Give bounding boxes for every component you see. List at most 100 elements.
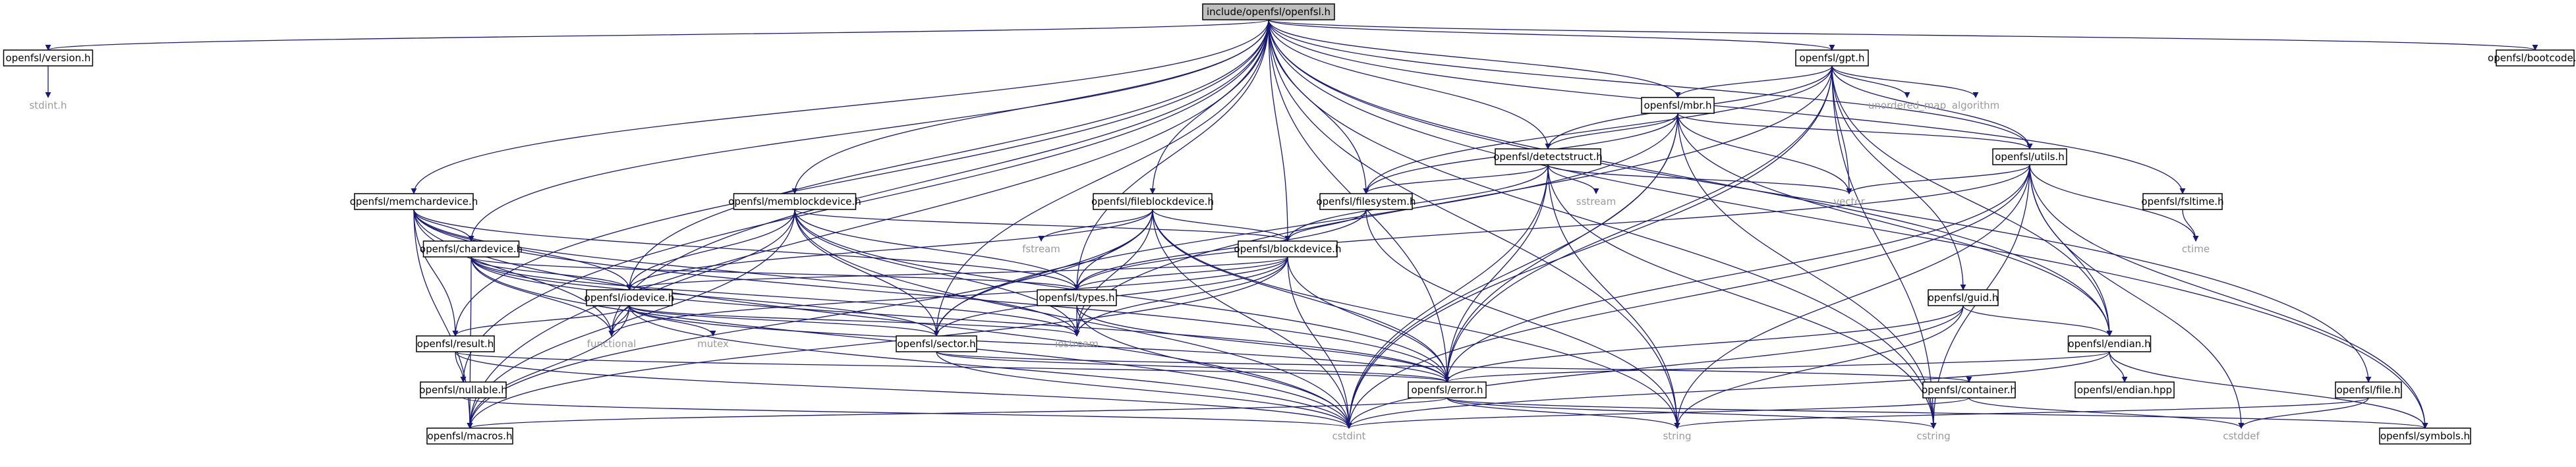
- edge-gpt-to-cstdint: [1346, 65, 1833, 429]
- edge-blockdevice-to-error: [1287, 256, 1450, 383]
- edge-utils-to-string: [1674, 164, 2030, 429]
- header-node-fileblockdevice[interactable]: openfsl/fileblockdevice.h: [1091, 193, 1214, 210]
- header-node-symbols[interactable]: openfsl/symbols.h: [2379, 427, 2471, 445]
- header-node-detectstruct[interactable]: openfsl/detectstruct.h: [1493, 148, 1603, 165]
- edge-fileblockdevice-to-cstdint: [1152, 209, 1352, 429]
- edge-blockdevice-to-iostream: [1073, 256, 1288, 337]
- edge-memchardevice-to-result: [413, 209, 459, 337]
- header-node-chardevice[interactable]: openfsl/chardevice.h: [420, 240, 523, 258]
- edge-error-to-macros: [467, 397, 1448, 429]
- node-box: [1238, 240, 1338, 258]
- edge-gpt-to-unordered_map: [1831, 65, 1910, 98]
- node-label: openfsl/gpt.h: [1800, 52, 1865, 64]
- edge-root-to-fsltime: [1268, 19, 2186, 194]
- node-label: stdint.h: [29, 99, 67, 111]
- node-label: openfsl/fileblockdevice.h: [1091, 196, 1214, 207]
- header-node-filesystem[interactable]: openfsl/filesystem.h: [1316, 193, 1416, 210]
- edge-detectstruct-to-cstdint: [1346, 164, 1549, 429]
- edge-mbr-to-utils: [1677, 113, 2033, 150]
- edge-blockdevice-to-iodevice: [626, 256, 1288, 290]
- header-node-result[interactable]: openfsl/result.h: [416, 335, 495, 352]
- edge-gpt-to-algorithm: [1831, 65, 1979, 98]
- external-header-cstring: cstring: [1916, 430, 1950, 442]
- edge-result-to-nullable: [455, 351, 467, 383]
- edge-error-to-string: [1446, 397, 1680, 429]
- header-node-memblockdevice[interactable]: openfsl/memblockdevice.h: [728, 193, 861, 210]
- edge-fileblockdevice-to-string: [1152, 209, 1680, 429]
- external-header-unordered_map: unordered_map: [1868, 99, 1946, 112]
- node-label: cstddef: [2223, 430, 2260, 442]
- node-label: ctime: [2182, 243, 2210, 255]
- edge-memblockdevice-to-iodevice: [626, 209, 795, 290]
- edge-blockdevice-to-types: [1073, 256, 1288, 290]
- node-label: openfsl/fsltime.h: [2141, 196, 2223, 207]
- node-box: [1495, 148, 1601, 165]
- header-node-endian[interactable]: openfsl/endian.h: [2067, 335, 2152, 352]
- header-node-iodevice[interactable]: openfsl/iodevice.h: [585, 289, 675, 306]
- header-node-bootcode[interactable]: openfsl/bootcode.h: [2488, 49, 2576, 67]
- edge-detectstruct-to-blockdevice: [1284, 164, 1549, 242]
- node-label: openfsl/guid.h: [1928, 292, 1999, 304]
- header-node-nullable[interactable]: openfsl/nullable.h: [419, 381, 507, 398]
- edge-endian-to-error: [1444, 351, 2110, 383]
- edge-root-to-symbols: [1268, 19, 2428, 429]
- header-node-container[interactable]: openfsl/container.h: [1922, 381, 2017, 398]
- edge-iodevice-to-iostream: [629, 305, 1080, 337]
- node-label: cstring: [1916, 430, 1950, 442]
- node-box: [1408, 381, 1487, 398]
- edge-root-to-gpt: [1268, 19, 1835, 51]
- node-label: fstream: [1022, 243, 1060, 255]
- header-node-mbr[interactable]: openfsl/mbr.h: [1641, 97, 1715, 114]
- node-box: [2142, 193, 2223, 210]
- node-label: include/openfsl/openfsl.h: [1207, 6, 1331, 18]
- node-label: openfsl/version.h: [6, 52, 91, 64]
- header-node-root[interactable]: include/openfsl/openfsl.h: [1202, 3, 1335, 20]
- node-label: openfsl/file.h: [2337, 384, 2401, 396]
- external-header-functional: functional: [587, 338, 637, 350]
- header-node-error[interactable]: openfsl/error.h: [1408, 381, 1487, 398]
- header-node-types[interactable]: openfsl/types.h: [1037, 289, 1117, 306]
- edge-mbr-to-vector: [1677, 113, 1852, 194]
- header-node-fsltime[interactable]: openfsl/fsltime.h: [2141, 193, 2224, 210]
- edge-root-to-blockdevice: [1268, 19, 1291, 242]
- edge-nullable-to-cstdint: [463, 397, 1352, 429]
- edge-endian-to-endianhpp: [2109, 351, 2128, 383]
- header-node-memchardevice[interactable]: openfsl/memchardevice.h: [350, 193, 478, 210]
- header-node-sector[interactable]: openfsl/sector.h: [896, 335, 977, 352]
- external-header-ctime: ctime: [2182, 243, 2210, 255]
- edge-iodevice-to-error: [629, 305, 1450, 383]
- header-node-guid[interactable]: openfsl/guid.h: [1928, 289, 1999, 306]
- header-node-macros[interactable]: openfsl/macros.h: [426, 427, 513, 445]
- edge-root-to-file: [1268, 19, 2372, 383]
- node-box: [896, 335, 977, 352]
- edge-fileblockdevice-to-iodevice: [626, 209, 1153, 290]
- node-label: openfsl/endian.hpp: [2077, 384, 2172, 396]
- node-label: mutex: [697, 338, 729, 350]
- node-label: algorithm: [1952, 99, 1999, 111]
- edge-endian-to-symbols: [2109, 351, 2428, 429]
- header-node-utils[interactable]: openfsl/utils.h: [1992, 148, 2067, 165]
- header-node-file[interactable]: openfsl/file.h: [2335, 381, 2402, 398]
- header-node-gpt[interactable]: openfsl/gpt.h: [1795, 49, 1869, 67]
- edge-fileblockdevice-to-error: [1152, 209, 1450, 383]
- header-node-blockdevice[interactable]: openfsl/blockdevice.h: [1234, 240, 1342, 258]
- edge-root-to-functional: [608, 19, 1269, 337]
- edge-root-to-version: [45, 19, 1269, 51]
- edge-sector-to-container: [936, 351, 1972, 383]
- edge-sector-to-cstdint: [936, 351, 1352, 429]
- edge-root-to-bootcode: [1268, 19, 2538, 51]
- node-label: unordered_map: [1868, 99, 1946, 112]
- node-box: [1093, 193, 1213, 210]
- edge-fileblockdevice-to-macros: [467, 209, 1153, 429]
- header-node-endianhpp[interactable]: openfsl/endian.hpp: [2075, 381, 2175, 398]
- node-label: openfsl/memchardevice.h: [350, 196, 478, 207]
- edge-chardevice-to-types: [471, 256, 1080, 290]
- node-box: [733, 193, 857, 210]
- edge-blockdevice-to-functional: [608, 256, 1288, 337]
- edge-filesystem-to-blockdevice: [1284, 209, 1367, 242]
- external-header-vector: vector: [1833, 196, 1865, 207]
- edge-root-to-chardevice: [468, 19, 1269, 242]
- header-node-version[interactable]: openfsl/version.h: [3, 49, 94, 67]
- edge-memblockdevice-to-blockdevice: [794, 209, 1291, 242]
- external-header-mutex: mutex: [697, 338, 729, 350]
